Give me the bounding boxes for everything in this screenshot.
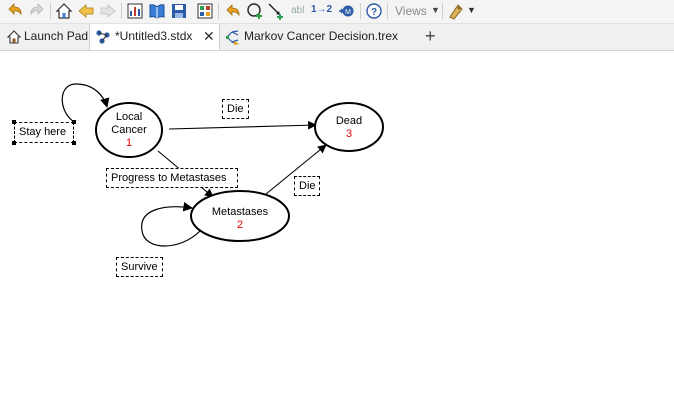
extension-dropdown-icon[interactable]: ▼ (467, 5, 476, 15)
state-number: 2 (236, 219, 244, 231)
tree-file-icon (225, 29, 241, 45)
tab-markov-cancer-decision[interactable]: Markov Cancer Decision.trex (220, 24, 410, 49)
tab-label: Markov Cancer Decision.trex (244, 29, 399, 43)
tab-label: Launch Pad (24, 29, 89, 43)
tree-icon[interactable] (195, 1, 215, 21)
state-local-cancer[interactable] (95, 102, 163, 158)
svg-text:M: M (345, 9, 351, 16)
transition-label-stay-here[interactable]: Stay here (14, 122, 74, 143)
undo-icon[interactable] (5, 1, 25, 21)
home-icon[interactable] (54, 1, 74, 21)
save-icon[interactable] (169, 1, 189, 21)
tab-untitled3[interactable]: *Untitled3.stdx ✕ (89, 24, 220, 50)
transition-metastases-to-dead[interactable] (265, 144, 327, 195)
label-icon[interactable]: abl (291, 5, 305, 16)
state-label-dead: Dead 3 (322, 115, 376, 141)
add-node-icon[interactable] (245, 1, 265, 21)
state-label-local-cancer: Local Cancer 1 (104, 111, 154, 150)
selection-handle[interactable] (12, 141, 16, 145)
transition-survive[interactable] (141, 201, 201, 247)
state-metastases[interactable] (190, 190, 290, 242)
new-tab-button[interactable]: + (425, 26, 436, 46)
tab-launch-pad[interactable]: Launch Pad (0, 24, 89, 49)
forward-icon[interactable] (98, 1, 118, 21)
tab-label: *Untitled3.stdx (115, 29, 193, 43)
help-icon[interactable]: ? (364, 1, 384, 21)
book-icon[interactable] (147, 1, 167, 21)
state-name-line2: Cancer (111, 124, 147, 136)
add-arrow-icon[interactable] (266, 1, 286, 21)
main-toolbar: abl 1→2 M ? Views ▼ ▼ (0, 0, 674, 24)
redo-icon[interactable] (27, 1, 47, 21)
views-dropdown[interactable]: Views (395, 4, 427, 18)
state-dead[interactable] (314, 102, 384, 152)
state-name-line1: Local (115, 111, 143, 123)
transition-label-die[interactable]: Die (294, 176, 320, 196)
selection-handle[interactable] (72, 120, 76, 124)
state-name: Dead (335, 115, 363, 127)
transition-local-to-dead[interactable] (168, 120, 317, 130)
state-diagram-icon (95, 29, 111, 45)
state-name: Metastases (211, 206, 269, 218)
back-icon[interactable] (76, 1, 96, 21)
transition-label-progress[interactable]: Progress to Metastases (106, 168, 238, 188)
diagram-svg (61, 83, 384, 247)
house-icon (6, 29, 22, 45)
markov-icon[interactable]: M (337, 1, 357, 21)
close-icon[interactable]: ✕ (203, 28, 215, 44)
state-number: 3 (345, 128, 353, 140)
chevron-down-icon[interactable]: ▼ (431, 5, 440, 15)
diagram-canvas[interactable]: Local Cancer 1 Metastases 2 Dead 3 Stay … (0, 51, 674, 410)
transition-stay-here[interactable] (61, 83, 110, 123)
extension-icon[interactable] (446, 1, 466, 21)
numbering-icon[interactable]: 1→2 (311, 4, 333, 15)
svg-text:?: ? (371, 7, 377, 18)
chart-icon[interactable] (125, 1, 145, 21)
selection-handle[interactable] (12, 120, 16, 124)
transition-label-survive[interactable]: Survive (116, 257, 163, 277)
editor-tab-bar: Launch Pad *Untitled3.stdx ✕ Markov Canc… (0, 24, 674, 51)
state-label-metastases: Metastases 2 (200, 206, 280, 232)
transition-label-die[interactable]: Die (222, 99, 249, 119)
return-icon[interactable] (223, 1, 243, 21)
state-number: 1 (125, 137, 133, 149)
selection-handle[interactable] (72, 141, 76, 145)
